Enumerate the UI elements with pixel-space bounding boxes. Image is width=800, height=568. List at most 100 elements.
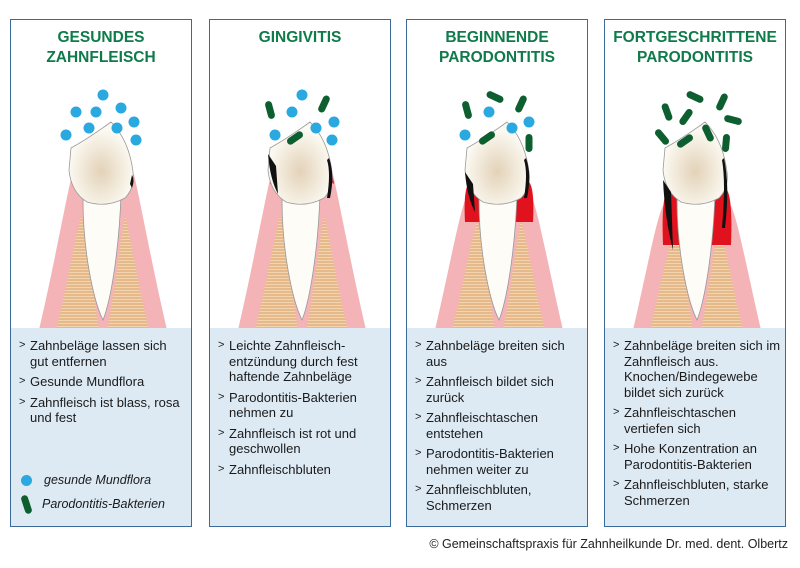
healthy-flora-dot xyxy=(70,106,82,118)
tooth-root xyxy=(281,194,321,321)
healthy-flora-dot xyxy=(111,122,123,134)
bullet-marker: > xyxy=(19,375,26,387)
symptom-item: > Zahnfleisch ist blass, rosa und fest xyxy=(19,395,187,426)
plaque-left xyxy=(268,154,278,194)
healthy-flora-dot xyxy=(326,134,338,146)
bacteria-mark xyxy=(722,134,730,152)
healthy-flora-dot xyxy=(523,116,535,128)
tooth-root xyxy=(676,194,716,321)
symptom-text: Zahnfleisch ist blass, rosa und fest xyxy=(30,394,180,426)
bacteria-mark xyxy=(318,95,330,113)
healthy-flora-dot xyxy=(97,89,109,101)
jaw-bone-left xyxy=(452,220,495,330)
healthy-flora-dot xyxy=(90,106,102,118)
symptom-text: Zahnfleischbluten, starke Schmerzen xyxy=(624,477,769,508)
healthy-flora-dot xyxy=(269,129,281,141)
bullet-marker: > xyxy=(415,447,422,459)
jaw-bone-right xyxy=(503,220,545,330)
symptom-text: Zahnbeläge lassen sich gut entfernen xyxy=(30,338,167,369)
symptom-text: Gesunde Mundflora xyxy=(30,374,145,389)
jaw-bone-right xyxy=(107,215,149,330)
jaw-bone-right xyxy=(701,230,743,330)
symptom-list: > Zahnbeläge breiten sich im Zahnfleisch … xyxy=(613,338,781,513)
bacteria-mark xyxy=(724,115,742,125)
bacteria-mark xyxy=(654,129,670,145)
tooth-crown xyxy=(464,121,530,205)
symptom-text: Parodontitis-Bakterien nehmen weiter zu xyxy=(426,446,554,477)
panel-title: GINGIVITIS xyxy=(258,29,342,46)
bullet-marker: > xyxy=(218,462,225,475)
legend-label: gesunde Mundflora xyxy=(44,473,152,487)
symptom-text: Zahnfleischbluten xyxy=(229,461,331,477)
symptom-list: >Zahnbeläge breiten sich aus>Zahnfleisch… xyxy=(415,338,583,518)
plaque xyxy=(130,175,134,188)
bacteria-mark xyxy=(716,93,728,111)
symptom-text: Zahnfleisch ist rot und geschwollen xyxy=(229,425,357,457)
tooth-root xyxy=(478,194,518,321)
healthy-flora-dot xyxy=(506,122,518,134)
plaque-right xyxy=(722,158,728,228)
description-area: > Zahnbeläge lassen sich gut entfernen > Ge… xyxy=(11,328,191,526)
healthy-flora-dot xyxy=(459,129,471,141)
bacteria-mark xyxy=(525,134,533,152)
bullet-marker: > xyxy=(415,339,422,351)
symptom-item: > Zahnfleischtaschen vertiefen sich xyxy=(613,405,781,436)
tooth-illustration-healthy xyxy=(39,89,167,330)
legend-label: Parodontitis-Bakterien xyxy=(42,497,165,511)
symptom-text: Parodontitis-Bakterien nehmen zu xyxy=(229,389,357,421)
panel-gingivitis: GINGIVITIS > Leichte Zahnfleisch-entzündu… xyxy=(209,19,391,527)
bullet-marker: > xyxy=(613,478,620,490)
copyright-notice: © Gemeinschaftspraxis für Zahnheilkunde … xyxy=(429,537,788,551)
symptom-item: > Zahnbeläge breiten sich im Zahnfleisch … xyxy=(613,338,781,400)
description-area: > Zahnbeläge breiten sich im Zahnfleisch … xyxy=(605,328,785,526)
symptom-text: Zahnbeläge breiten sich im Zahnfleisch a… xyxy=(624,338,781,400)
symptom-text: Zahnfleisch bildet sich zurück xyxy=(426,374,554,405)
legend-item-healthy-flora: gesunde Mundflora xyxy=(19,470,165,490)
description-area: > Leichte Zahnfleisch-entzündung durch fe… xyxy=(210,328,390,526)
panel-title: GESUNDES ZAHNFLEISCH xyxy=(46,29,156,66)
bullet-marker: > xyxy=(613,442,620,454)
healthy-flora-dot xyxy=(310,122,322,134)
bacteria-mark xyxy=(515,95,527,113)
healthy-flora-icon xyxy=(21,474,32,486)
healthy-flora-dot xyxy=(328,116,340,128)
panel-advanced-periodontitis: FORTGESCHRITTENE PARODONTITIS > Zahnbeläg… xyxy=(604,19,786,527)
symptom-item: > Gesunde Mundflora xyxy=(19,374,187,390)
jaw-bone-left xyxy=(255,215,298,330)
symptom-item: >Zahnfleisch bildet sich zurück xyxy=(415,374,583,405)
bacteria-mark xyxy=(661,103,673,121)
panel-title: BEGINNENDE PARODONTITIS xyxy=(439,29,555,66)
bullet-marker: > xyxy=(19,339,26,351)
healthy-flora-dot xyxy=(286,106,298,118)
plaque-left xyxy=(663,180,673,250)
bacteria-icon xyxy=(20,493,33,515)
symptom-list: > Leichte Zahnfleisch-entzündung durch fe… xyxy=(218,338,386,482)
bullet-marker: > xyxy=(19,395,26,408)
panel-title: FORTGESCHRITTENE PARODONTITIS xyxy=(613,29,777,66)
bacteria-mark xyxy=(676,134,694,148)
symptom-item: > Zahnfleischbluten xyxy=(218,462,386,478)
symptom-item: >Zahnfleischbluten, Schmerzen xyxy=(415,482,583,513)
symptom-item: > Parodontitis-Bakterien nehmen weiter zu xyxy=(415,446,583,477)
jaw-bone-right xyxy=(306,215,348,330)
symptom-text: Leichte Zahnfleisch-entzündung durch fes… xyxy=(229,338,358,384)
symptom-item: >Zahnfleischtaschen entstehen xyxy=(415,410,583,441)
bullet-marker: > xyxy=(613,339,620,351)
healthy-flora-dot xyxy=(296,89,308,101)
bacteria-mark xyxy=(686,91,704,103)
symptom-item: >Zahnfleisch ist rot und geschwollen xyxy=(218,426,386,457)
symptom-item: > Zahnbeläge lassen sich gut entfernen xyxy=(19,338,187,369)
symptom-item: >Parodontitis-Bakterien nehmen zu xyxy=(218,390,386,421)
healthy-flora-dot xyxy=(128,116,140,128)
tooth-illustration-advanced-periodontitis xyxy=(633,91,761,330)
panel-healthy-gums: GESUNDES ZAHNFLEISCH > Zahnbeläge lassen … xyxy=(10,19,192,527)
healthy-flora-dot xyxy=(483,106,495,118)
bacteria-mark xyxy=(679,108,693,126)
plaque-right xyxy=(327,158,333,198)
bullet-marker: > xyxy=(613,406,620,418)
symptom-text: Zahnfleischtaschen vertiefen sich xyxy=(624,405,737,436)
bacteria-mark xyxy=(286,131,304,145)
symptom-text: Zahnfleischbluten, Schmerzen xyxy=(426,482,532,513)
healthy-flora-dot xyxy=(130,134,142,146)
symptom-item: >Hohe Konzentration an Parodontitis-Bakt… xyxy=(613,441,781,472)
